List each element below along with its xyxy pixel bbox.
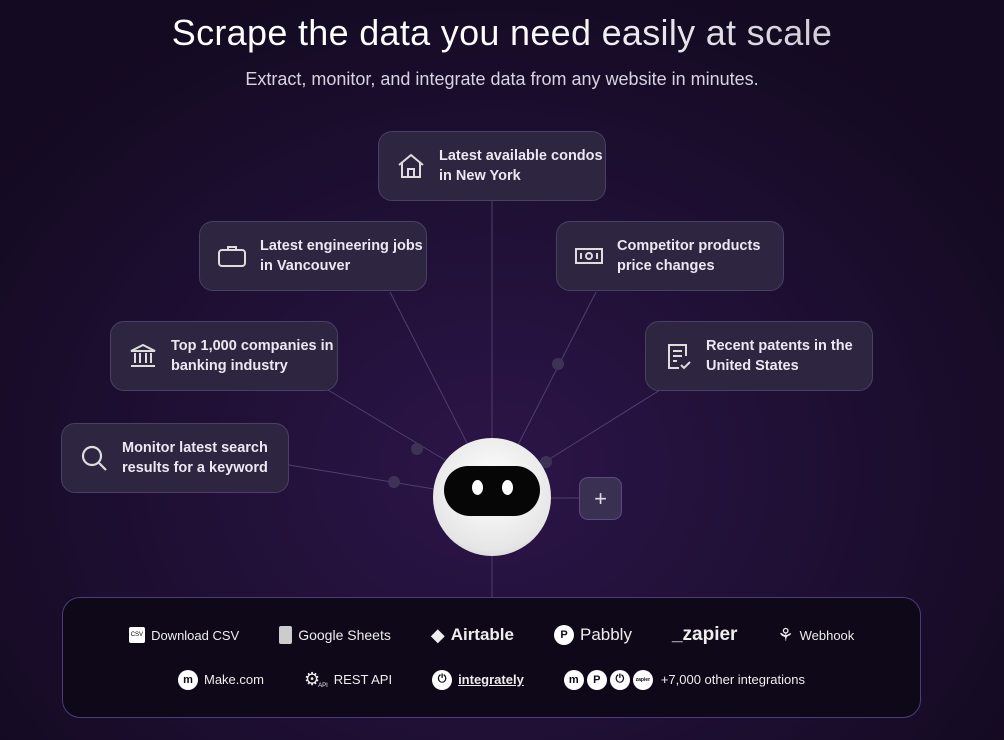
connector-dot <box>411 443 423 455</box>
zapier-icon: zapier <box>632 669 653 690</box>
plug-icon: ⏻ <box>609 669 630 690</box>
integration-download-csv[interactable]: CSV Download CSV <box>128 627 240 643</box>
integration-label: Webhook <box>799 627 855 643</box>
integration-label: Airtable <box>450 625 514 644</box>
integration-label: REST API <box>333 672 393 687</box>
connector-dot <box>552 358 564 370</box>
pabbly-icon: P <box>553 625 574 645</box>
integration-more[interactable]: m P ⏻ zapier +7,000 other integrations <box>563 669 805 690</box>
robot-eye <box>472 480 483 495</box>
make-icon: m <box>177 669 198 690</box>
use-case-card-banking[interactable]: Top 1,000 companies in banking industry <box>110 321 338 391</box>
page-subtitle: Extract, monitor, and integrate data fro… <box>245 69 759 89</box>
gear-api-icon: ⚙ <box>303 669 321 689</box>
use-case-card-condos[interactable]: Latest available condos in New York <box>378 131 606 201</box>
csv-file-icon: CSV <box>128 627 146 643</box>
integration-label: Pabbly <box>579 625 632 644</box>
integration-zapier[interactable]: _zapier <box>672 624 737 646</box>
document-check-icon <box>668 344 691 370</box>
integration-label: +7,000 other integrations <box>660 672 805 687</box>
integration-make[interactable]: m Make.com <box>177 669 264 690</box>
airtable-icon: ◆ <box>430 624 445 645</box>
integration-google-sheets[interactable]: Google Sheets <box>279 626 391 644</box>
card-label: Monitor latest search results for a keyw… <box>122 440 268 476</box>
card-label: Latest engineering jobs in Vancouver <box>260 238 423 274</box>
use-case-card-prices[interactable]: Competitor products price changes <box>556 221 784 291</box>
integration-label: Download CSV <box>151 627 240 643</box>
plug-icon: ⏻ <box>432 669 453 690</box>
make-icon: m <box>563 669 584 690</box>
integration-label: Google Sheets <box>298 627 391 643</box>
add-use-case-button[interactable]: + <box>579 477 622 520</box>
use-case-card-patents[interactable]: Recent patents in the United States <box>645 321 873 391</box>
briefcase-icon <box>218 246 246 267</box>
connector-dot <box>388 476 400 488</box>
api-badge: API <box>318 682 328 689</box>
integration-webhook[interactable]: ⚘ Webhook <box>777 625 854 646</box>
bank-icon <box>130 343 156 367</box>
webhook-icon: ⚘ <box>777 624 794 645</box>
card-label: Latest available condos in New York <box>439 148 603 184</box>
integration-rest-api[interactable]: ⚙API REST API <box>304 669 392 690</box>
integration-airtable[interactable]: ◆ Airtable <box>431 625 514 646</box>
price-tag-icon <box>575 248 603 264</box>
card-label: Top 1,000 companies in banking industry <box>171 338 334 374</box>
search-icon <box>81 445 107 471</box>
integration-label: integrately <box>458 672 524 687</box>
house-icon <box>398 153 424 178</box>
integration-label: _zapier <box>671 624 738 645</box>
integration-label: Make.com <box>203 672 264 687</box>
sheets-icon <box>279 626 293 644</box>
use-case-card-search[interactable]: Monitor latest search results for a keyw… <box>61 423 289 493</box>
use-case-card-jobs[interactable]: Latest engineering jobs in Vancouver <box>199 221 427 291</box>
page-title: Scrape the data you need easily at scale <box>0 12 1004 54</box>
connector-dot <box>540 456 552 468</box>
robot-visor <box>444 466 540 516</box>
card-label: Recent patents in the United States <box>706 338 853 374</box>
card-label: Competitor products price changes <box>617 238 761 274</box>
robot-mascot <box>433 438 551 556</box>
robot-eye <box>502 480 513 495</box>
integration-integrately[interactable]: ⏻ integrately <box>432 669 524 690</box>
integration-pabbly[interactable]: P Pabbly <box>553 625 632 645</box>
pabbly-icon: P <box>586 669 607 690</box>
